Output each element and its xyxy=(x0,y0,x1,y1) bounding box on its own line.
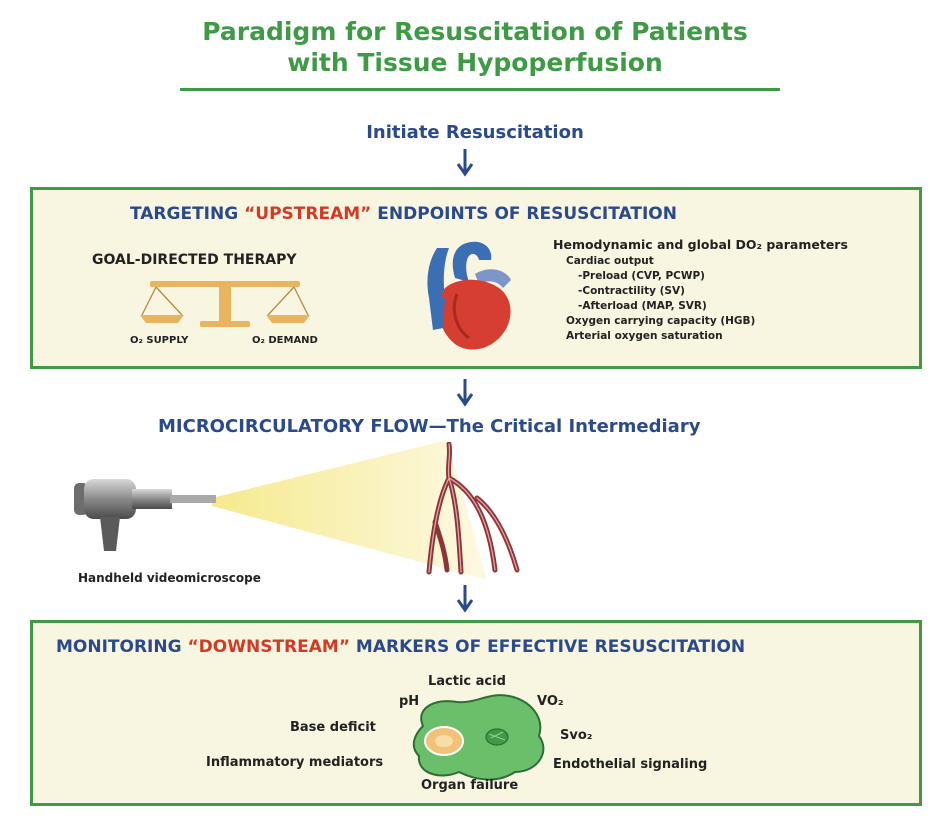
marker-organ-failure: Organ failure xyxy=(421,778,519,793)
diagram-title-line1: Paradigm for Resuscitation of Patients xyxy=(202,17,748,46)
title-divider xyxy=(180,88,780,91)
upstream-heading: TARGETING “UPSTREAM” ENDPOINTS OF RESUSC… xyxy=(130,204,677,224)
light-beam xyxy=(212,440,487,580)
downstream-heading: MONITORING “DOWNSTREAM” MARKERS OF EFFEC… xyxy=(56,637,745,657)
microvessels-icon xyxy=(426,442,520,575)
microcirculatory-heading: MICROCIRCULATORY FLOW—The Critical Inter… xyxy=(158,416,701,437)
initiate-resuscitation-label: Initiate Resuscitation xyxy=(366,122,584,143)
param-oxygen-capacity: Oxygen carrying capacity (HGB) xyxy=(566,315,756,327)
downstream-heading-emphasis: “DOWNSTREAM” xyxy=(187,637,350,657)
down-arrow-icon xyxy=(456,379,474,407)
params-title: Hemodynamic and global DO₂ parameters xyxy=(553,237,848,252)
param-cardiac-output: Cardiac output xyxy=(566,255,654,267)
down-arrow-icon xyxy=(456,585,474,613)
cell-icon xyxy=(412,694,545,781)
marker-vo2: VO₂ xyxy=(537,694,564,709)
marker-svo2: Svo₂ xyxy=(560,728,593,743)
param-afterload: -Afterload (MAP, SVR) xyxy=(578,300,707,312)
downstream-heading-prefix: MONITORING xyxy=(56,637,188,657)
upstream-endpoints-panel xyxy=(30,187,922,369)
marker-lactic-acid: Lactic acid xyxy=(428,674,506,689)
param-preload: -Preload (CVP, PCWP) xyxy=(578,270,705,282)
marker-base-deficit: Base deficit xyxy=(290,720,376,735)
marker-inflammatory-mediators: Inflammatory mediators xyxy=(206,755,384,770)
balance-scale-icon xyxy=(140,281,310,327)
diagram-title-line2: with Tissue Hypoperfusion xyxy=(287,48,663,77)
videomicroscope-icon xyxy=(74,479,216,551)
o2-demand-label: O₂ DEMAND xyxy=(252,335,318,346)
down-arrow-icon xyxy=(456,149,474,177)
videomicroscope-label: Handheld videomicroscope xyxy=(78,571,261,585)
param-arterial-saturation: Arterial oxygen saturation xyxy=(566,330,723,342)
param-contractility: -Contractility (SV) xyxy=(578,285,685,297)
upstream-heading-suffix: ENDPOINTS OF RESUSCITATION xyxy=(371,204,677,224)
goal-directed-therapy-label: GOAL-DIRECTED THERAPY xyxy=(92,252,297,268)
upstream-heading-emphasis: “UPSTREAM” xyxy=(244,204,372,224)
o2-supply-label: O₂ SUPPLY xyxy=(130,335,189,346)
marker-endothelial-signaling: Endothelial signaling xyxy=(553,757,708,772)
marker-ph: pH xyxy=(399,694,420,709)
heart-icon xyxy=(427,241,511,350)
downstream-heading-suffix: MARKERS OF EFFECTIVE RESUSCITATION xyxy=(350,637,746,657)
upstream-heading-prefix: TARGETING xyxy=(130,204,245,224)
